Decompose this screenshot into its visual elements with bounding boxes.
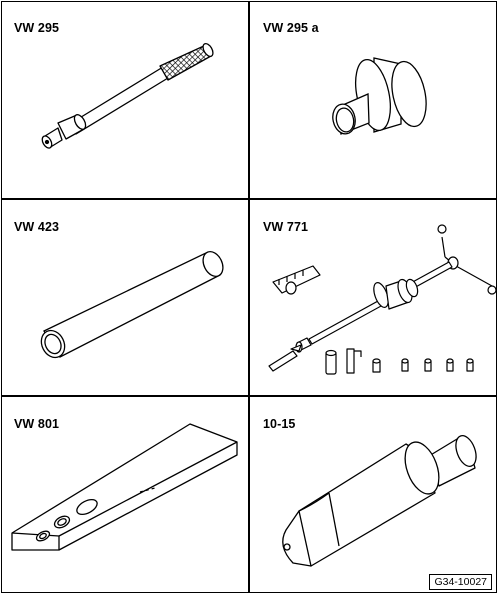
tool-cell-vw-801: VW 801 — [0, 396, 248, 594]
tool-cell-10-15: 10-15 — [249, 396, 497, 594]
tool-label: 10-15 — [263, 417, 296, 431]
sleeve-adapter-illustration — [332, 57, 427, 135]
tool-label: VW 801 — [14, 417, 60, 431]
tool-label: VW 295 a — [263, 21, 319, 35]
row-divider-2 — [1, 395, 497, 397]
slide-hammer-set-illustration — [268, 224, 497, 375]
tool-cell-vw-295: VW 295 — [0, 0, 248, 198]
drift-illustration — [282, 435, 477, 567]
tube-illustration — [40, 251, 224, 359]
row-divider-1 — [1, 198, 497, 200]
tool-cell-vw-771: VW 771 — [249, 199, 497, 395]
tool-label: VW 423 — [14, 220, 60, 234]
drift-handle-illustration — [41, 42, 214, 149]
tool-cell-vw-423: VW 423 — [0, 199, 248, 395]
tool-cell-vw-295-a: VW 295 a — [249, 0, 497, 198]
gauge-plate-illustration — [11, 423, 238, 551]
figure-code: G34-10027 — [429, 574, 492, 590]
center-divider — [248, 1, 250, 593]
tool-label: VW 771 — [263, 220, 309, 234]
tool-label: VW 295 — [14, 21, 60, 35]
